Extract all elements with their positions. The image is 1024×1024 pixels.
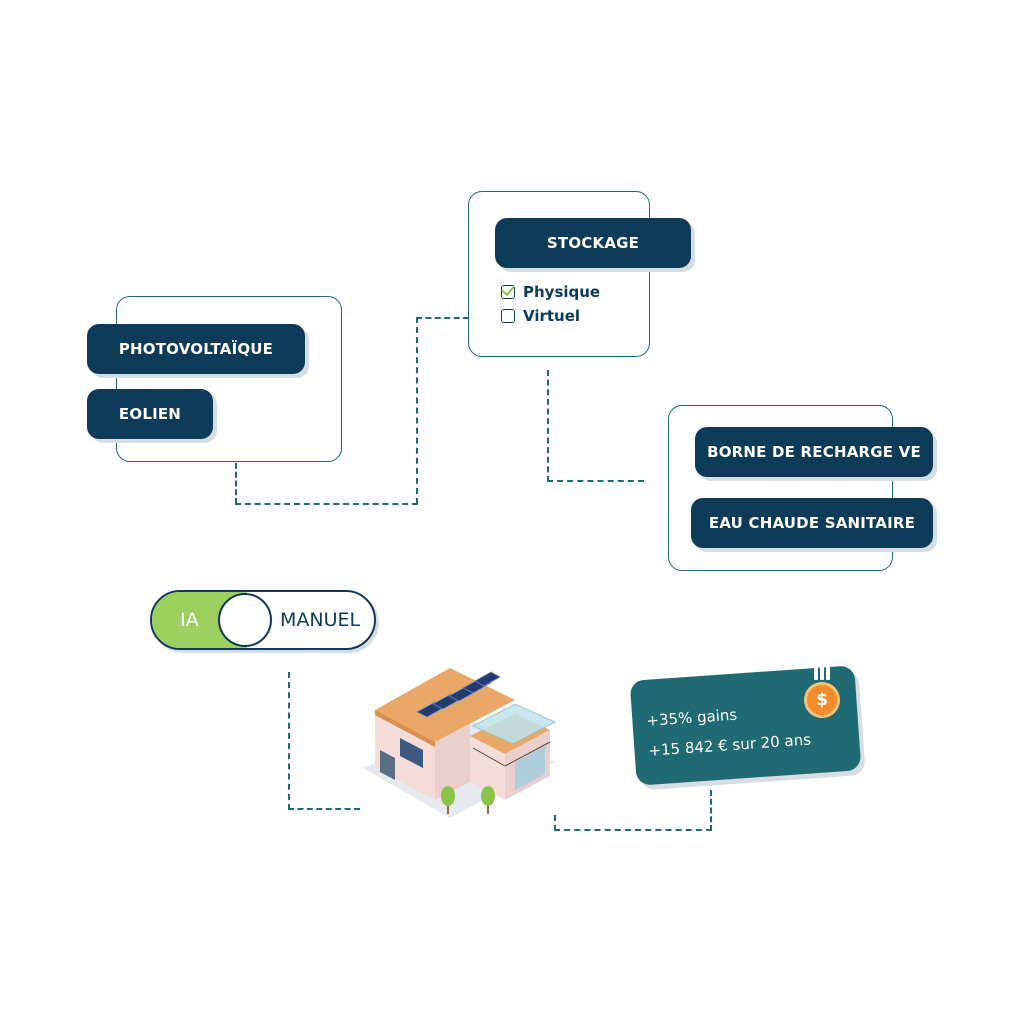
connector-toggle-down bbox=[288, 672, 290, 810]
toggle-ia-label: IA bbox=[180, 609, 199, 631]
coin-ribbon-right bbox=[826, 666, 830, 680]
connector-card-down bbox=[710, 790, 712, 831]
stockage-button[interactable]: STOCKAGE bbox=[495, 218, 691, 268]
virtuel-label: Virtuel bbox=[523, 307, 581, 325]
mode-toggle[interactable]: IA MANUEL bbox=[150, 590, 376, 650]
eau-chaude-button[interactable]: EAU CHAUDE SANITAIRE bbox=[691, 498, 933, 548]
toggle-manuel-label: MANUEL bbox=[280, 609, 361, 631]
physique-label: Physique bbox=[523, 283, 601, 301]
dollar-coin-icon: $ bbox=[804, 682, 840, 718]
coin-ribbon-mid bbox=[820, 666, 824, 680]
virtuel-option[interactable]: Virtuel bbox=[501, 307, 580, 325]
connector-to-consumers bbox=[547, 480, 644, 482]
checkmark-icon bbox=[501, 285, 515, 299]
coin-ribbon-left bbox=[814, 666, 818, 680]
borne-recharge-button[interactable]: BORNE DE RECHARGE VE bbox=[695, 427, 933, 477]
physique-option[interactable]: Physique bbox=[501, 283, 600, 301]
checkbox-icon bbox=[501, 309, 515, 323]
building-illustration-icon bbox=[363, 668, 557, 818]
connector-storage-down bbox=[547, 370, 549, 482]
connector-sources-bottom bbox=[235, 503, 418, 505]
connector-to-building bbox=[288, 808, 360, 810]
connector-building-down bbox=[554, 815, 556, 831]
storage-frame bbox=[468, 191, 650, 357]
connector-to-storage-up bbox=[416, 317, 418, 504]
eolien-button[interactable]: EOLIEN bbox=[87, 389, 213, 439]
gains-percent: +35% gains bbox=[645, 705, 738, 730]
photovoltaique-button[interactable]: PHOTOVOLTAÏQUE bbox=[87, 324, 305, 374]
connector-sources-down bbox=[235, 463, 237, 504]
connector-building-to-card bbox=[554, 829, 712, 831]
gains-amount: +15 842 € sur 20 ans bbox=[647, 730, 812, 760]
connector-to-storage bbox=[416, 317, 469, 319]
toggle-knob[interactable] bbox=[218, 593, 272, 647]
